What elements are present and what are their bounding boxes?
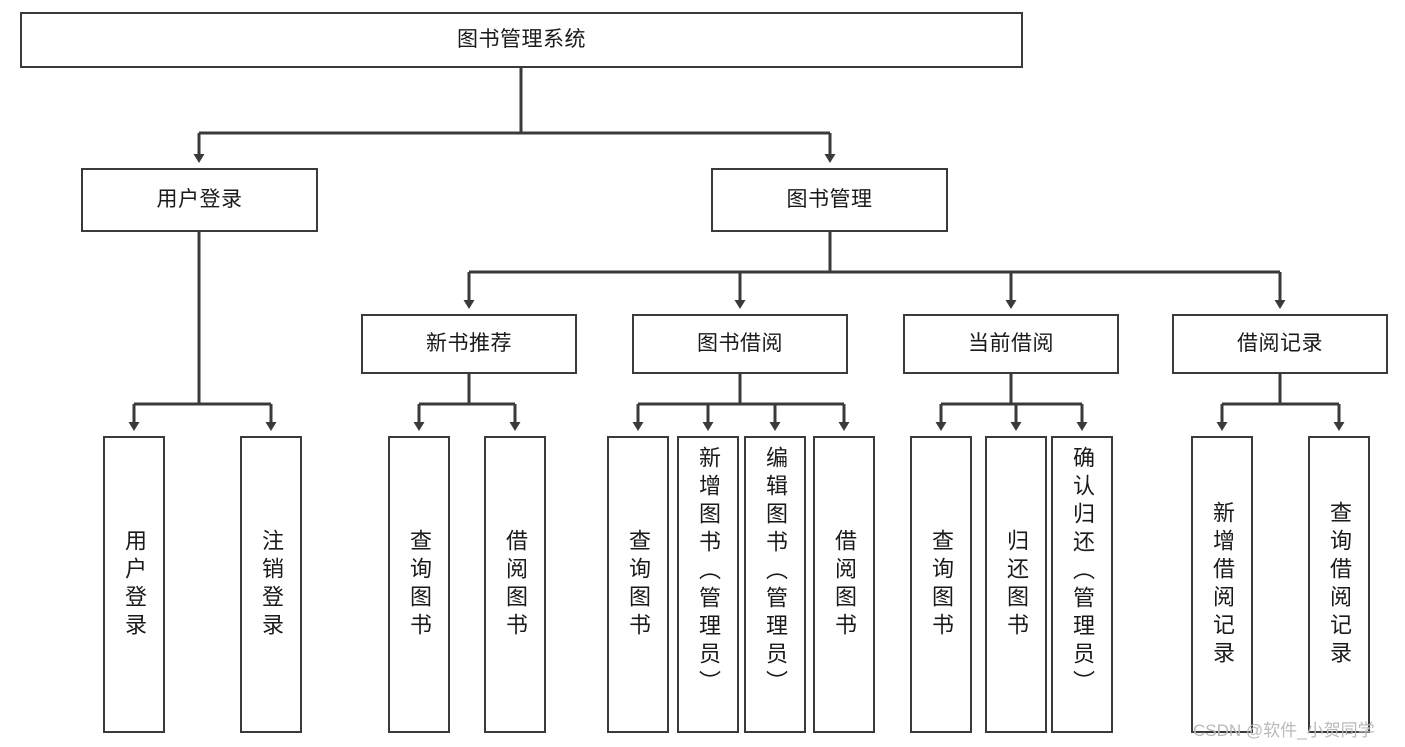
node-leaf-borrow-book-bor[interactable]: 借阅图书 <box>813 436 875 733</box>
node-leaf-add-borrow-rec-label: 新增借阅记录 <box>1210 500 1235 669</box>
node-leaf-user-login-label: 用户登录 <box>122 528 147 641</box>
csdn-watermark: CSDN @软件_小贺同学 <box>1193 721 1375 740</box>
node-leaf-query-book-rec[interactable]: 查询图书 <box>388 436 450 733</box>
node-book-borrow[interactable]: 图书借阅 <box>632 314 848 374</box>
node-leaf-borrow-book-rec[interactable]: 借阅图书 <box>484 436 546 733</box>
node-book-manage-label: 图书管理 <box>786 187 873 211</box>
node-borrow-record[interactable]: 借阅记录 <box>1172 314 1388 374</box>
node-leaf-edit-book[interactable]: 编辑图书（管理员） <box>744 436 806 733</box>
node-borrow-record-label: 借阅记录 <box>1237 331 1323 355</box>
node-leaf-query-borrow-rec-label: 查询借阅记录 <box>1327 500 1352 669</box>
node-leaf-add-book-label: 新增图书（管理员） <box>696 446 721 698</box>
node-leaf-confirm-return[interactable]: 确认归还（管理员） <box>1051 436 1113 733</box>
node-leaf-query-book-bor[interactable]: 查询图书 <box>607 436 669 733</box>
node-root-label: 图书管理系统 <box>457 27 586 51</box>
node-leaf-user-logout[interactable]: 注销登录 <box>240 436 302 733</box>
node-leaf-user-logout-label: 注销登录 <box>259 528 284 641</box>
node-leaf-query-book-bor-label: 查询图书 <box>626 528 651 641</box>
node-leaf-add-borrow-rec[interactable]: 新增借阅记录 <box>1191 436 1253 733</box>
node-leaf-query-book-cur[interactable]: 查询图书 <box>910 436 972 733</box>
node-book-manage[interactable]: 图书管理 <box>711 168 948 232</box>
node-user-login-label: 用户登录 <box>156 187 243 211</box>
node-leaf-user-login[interactable]: 用户登录 <box>103 436 165 733</box>
node-current-borrow-label: 当前借阅 <box>968 331 1054 355</box>
node-leaf-query-book-rec-label: 查询图书 <box>407 528 432 641</box>
connector-lines <box>128 68 1345 431</box>
node-root[interactable]: 图书管理系统 <box>20 12 1023 68</box>
node-leaf-edit-book-label: 编辑图书（管理员） <box>763 446 788 698</box>
node-user-login[interactable]: 用户登录 <box>81 168 318 232</box>
node-leaf-query-borrow-rec[interactable]: 查询借阅记录 <box>1308 436 1370 733</box>
node-leaf-return-book-label: 归还图书 <box>1004 528 1029 641</box>
node-leaf-return-book[interactable]: 归还图书 <box>985 436 1047 733</box>
node-current-borrow[interactable]: 当前借阅 <box>903 314 1119 374</box>
node-book-borrow-label: 图书借阅 <box>697 331 783 355</box>
node-leaf-confirm-return-label: 确认归还（管理员） <box>1070 446 1095 698</box>
node-leaf-borrow-book-bor-label: 借阅图书 <box>832 528 857 641</box>
node-new-book-rec-label: 新书推荐 <box>426 331 512 355</box>
node-leaf-add-book[interactable]: 新增图书（管理员） <box>677 436 739 733</box>
node-leaf-query-book-cur-label: 查询图书 <box>929 528 954 641</box>
node-leaf-borrow-book-rec-label: 借阅图书 <box>503 528 528 641</box>
node-new-book-rec[interactable]: 新书推荐 <box>361 314 577 374</box>
